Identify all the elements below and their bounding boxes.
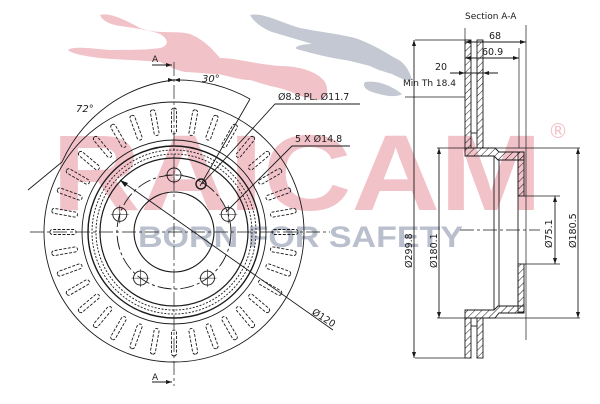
angle-leader-30 [199, 98, 251, 187]
section-label-top: A [152, 55, 159, 65]
vent-slot [92, 135, 113, 158]
hat-wall-upper [517, 151, 525, 197]
pcd-callout: Ø120 [310, 307, 337, 330]
vent-slot [56, 263, 83, 277]
dim-hat-height: 60.9 [482, 47, 503, 58]
vent-slot [205, 323, 219, 350]
section-view-labels: Section A-A 68 60.9 20 Min Th 18.4 Ø299.… [403, 12, 579, 268]
watermark: RAICAM ® BORN FOR SAFETY [52, 14, 568, 254]
vent-slot [205, 114, 219, 141]
vent-slot [65, 168, 90, 185]
panther-pink-icon [68, 14, 328, 100]
section-view [405, 25, 580, 359]
registered-mark: ® [548, 119, 568, 143]
vent-slot [129, 114, 143, 141]
dia-hat-inner: Ø180.1 [429, 233, 440, 268]
vent-slot [92, 306, 113, 329]
angle-arc-30 [173, 79, 251, 100]
brand-logo-text: RAICAM [52, 112, 542, 233]
panther-grey-icon [250, 14, 412, 97]
dim-thickness: 20 [435, 62, 447, 73]
locating-hole [195, 178, 207, 190]
vent-slot [51, 246, 78, 257]
bolt-callout-leader [225, 145, 350, 213]
vent-slot [188, 328, 199, 355]
vent-slot [248, 150, 271, 171]
vent-slot [270, 207, 297, 218]
angle-label-72: 72° [76, 104, 94, 115]
ring-upper-inner-plate [464, 39, 472, 149]
vent-slot [129, 323, 143, 350]
ring-lower-inner-plate [464, 317, 472, 359]
tagline-text: BORN FOR SAFETY [138, 221, 463, 254]
bolt-holes [110, 166, 238, 288]
vent-slot [51, 207, 78, 218]
vent-slot [248, 293, 271, 314]
vent-slot [235, 306, 256, 329]
angle-arc-72 [61, 79, 175, 163]
hat-wall-lower [517, 263, 525, 313]
vent-slot [65, 279, 90, 296]
vent-slots [49, 107, 299, 357]
vent-slot [77, 150, 100, 171]
vent-slot [221, 123, 238, 148]
angle-leader-72 [27, 161, 63, 191]
dia-center-bore: Ø75.1 [544, 219, 555, 248]
vent-slot [110, 316, 127, 341]
vent-slot [265, 263, 292, 277]
angle-label-30: 30° [202, 74, 220, 85]
hat-knurl-inner [95, 153, 253, 311]
vent-slot [149, 109, 160, 136]
ring-lower-outer-plate [476, 317, 484, 359]
dia-hat-outer: Ø180.5 [568, 213, 579, 248]
vent-slot [258, 168, 283, 185]
vent-slot [149, 328, 160, 355]
vent-slot [258, 279, 283, 296]
vent-slot [188, 109, 199, 136]
front-view [27, 62, 360, 386]
hole-callout: Ø8.8 PL. Ø11.7 [278, 92, 349, 103]
dim-overall-height: 68 [489, 31, 501, 42]
vent-slot [110, 123, 127, 148]
vent-slot [221, 316, 238, 341]
bolt-callout: 5 X Ø14.8 [295, 134, 342, 145]
vent-slot [77, 293, 100, 314]
vent-slot [270, 246, 297, 257]
dia-outer: Ø299.8 [404, 233, 415, 268]
hole-callout-leader [201, 103, 360, 185]
min-thickness: Min Th 18.4 [403, 79, 456, 89]
hat-flange-bottom [464, 305, 525, 319]
section-label-bottom: A [152, 373, 159, 383]
pcd-leader [119, 179, 334, 331]
vent-slot [265, 187, 292, 201]
section-title: Section A-A [465, 12, 517, 22]
vent-slot [56, 187, 83, 201]
